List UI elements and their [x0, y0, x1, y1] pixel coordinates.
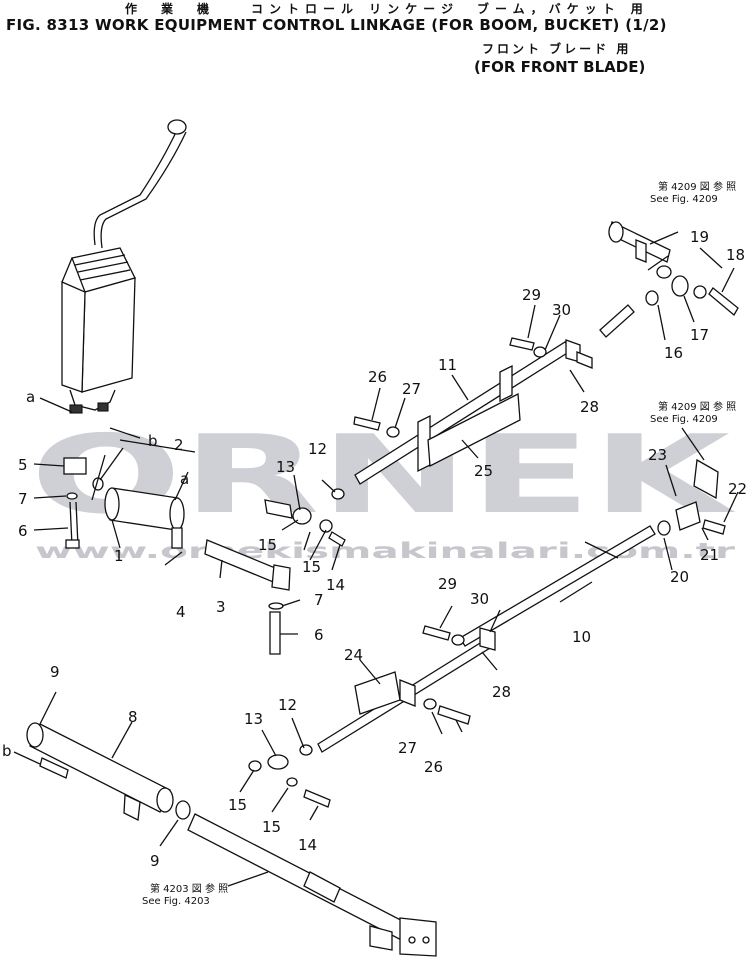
reference-note: See Fig. 4209: [650, 414, 718, 425]
callout-number: 1: [114, 547, 124, 565]
callout-number: 28: [580, 398, 599, 416]
callout-b: b: [148, 432, 158, 450]
callout-number: 29: [438, 575, 457, 593]
control-lever-assembly: [61, 119, 187, 414]
callout-number: 19: [690, 228, 709, 246]
callout-number: 26: [368, 368, 387, 386]
callout-number: 8: [128, 708, 138, 726]
bottom-shaft-assembly: [26, 722, 437, 957]
callout-number: 5: [18, 456, 28, 474]
left-linkage: [63, 439, 346, 655]
japanese-subtitle: フロント ブレード 用: [482, 42, 632, 56]
reference-notes: 第 4209 図 参 照 See Fig. 4209 第 4209 図 参 照 …: [142, 180, 736, 907]
callout-number: 29: [522, 286, 541, 304]
callout-number: 15: [228, 796, 247, 814]
callout-number: 6: [18, 522, 28, 540]
callout-number: 13: [276, 458, 295, 476]
callout-number: 11: [438, 356, 457, 374]
callout-number: 14: [298, 836, 317, 854]
reference-note: See Fig. 4209: [650, 194, 718, 205]
callout-number: 23: [648, 446, 667, 464]
callout-number: 12: [308, 440, 327, 458]
callout-number: 13: [244, 710, 263, 728]
reference-note: See Fig. 4203: [142, 896, 210, 907]
callout-number: 22: [728, 480, 747, 498]
callout-number: 10: [572, 628, 591, 646]
callout-number: 9: [150, 852, 160, 870]
callout-number: 15: [302, 558, 321, 576]
callout-b: b: [2, 742, 12, 760]
upper-rod-assembly: [353, 221, 739, 485]
callout-number: 18: [726, 246, 745, 264]
callout-number: 15: [262, 818, 281, 836]
callout-number: 2: [174, 436, 184, 454]
callout-number: 14: [326, 576, 345, 594]
callout-number: 16: [664, 344, 683, 362]
callout-number: 21: [700, 546, 719, 564]
reference-note-jp: 第 4209 図 参 照: [658, 400, 736, 413]
callout-number: 27: [402, 380, 421, 398]
callout-number: 30: [470, 590, 489, 608]
callout-number: 4: [176, 603, 186, 621]
callout-a: a: [180, 470, 189, 488]
callout-number: 17: [690, 326, 709, 344]
callout-number: 27: [398, 739, 417, 757]
callout-number: 6: [314, 626, 324, 644]
callout-a: a: [26, 388, 35, 406]
callout-number: 26: [424, 758, 443, 776]
callout-number: 3: [216, 598, 226, 616]
callout-number: 15: [258, 536, 277, 554]
callout-number: 25: [474, 462, 493, 480]
watermark: ORNEK www.ornekismakinalari.com.tr: [30, 413, 736, 563]
reference-note-jp: 第 4203 図 参 照: [150, 882, 228, 895]
callout-labels: a b a b 1 2 3 4 5 6 7 6 7 8 9 9 10 11 12…: [2, 228, 747, 870]
callout-number: 24: [344, 646, 363, 664]
callout-number: 20: [670, 568, 689, 586]
callout-number: 7: [314, 591, 324, 609]
callout-number: 28: [492, 683, 511, 701]
callout-number: 7: [18, 490, 28, 508]
callout-number: 30: [552, 301, 571, 319]
callout-number: 9: [50, 663, 60, 681]
figure-subtitle: (FOR FRONT BLADE): [474, 58, 646, 76]
leader-lines: [13, 231, 739, 887]
lower-rod-assembly: [248, 458, 726, 808]
japanese-title: 作 業 機 コントロール リンケージ ブーム，バケット 用: [125, 2, 649, 16]
figure-title: FIG. 8313 WORK EQUIPMENT CONTROL LINKAGE…: [6, 16, 667, 34]
callout-number: 12: [278, 696, 297, 714]
reference-note-jp: 第 4209 図 参 照: [658, 180, 736, 193]
